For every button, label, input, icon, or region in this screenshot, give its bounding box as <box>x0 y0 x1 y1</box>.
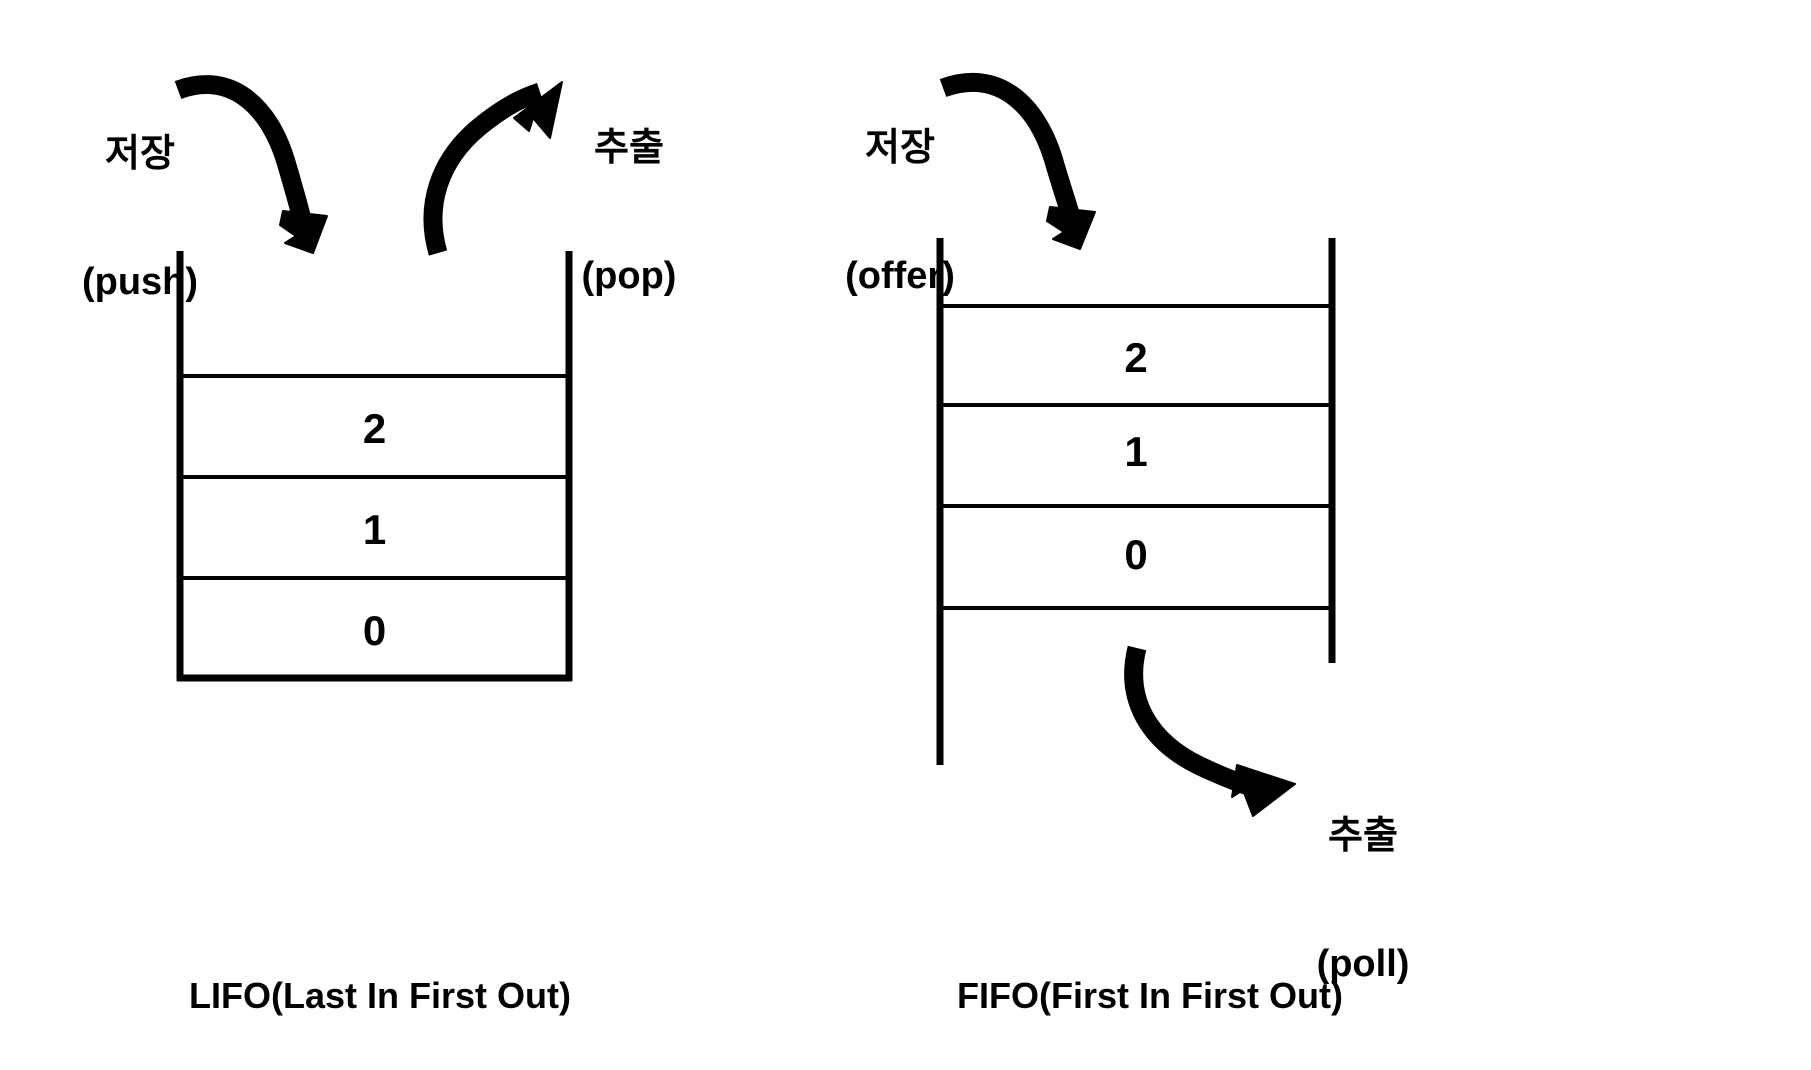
queue-cell-value: 2 <box>1124 334 1148 381</box>
offer-label-english: (offer) <box>845 254 955 297</box>
queue-cell-value: 0 <box>1124 531 1148 578</box>
poll-arrow-icon <box>1124 645 1296 817</box>
stack-cell-value: 2 <box>362 405 387 452</box>
push-arrow-label: 저장 (push) <box>60 48 220 388</box>
offer-arrow-icon <box>939 73 1096 250</box>
offer-label-korean: 저장 <box>865 127 935 170</box>
queue-cell-value: 1 <box>1124 428 1148 475</box>
push-label-english: (push) <box>81 260 199 303</box>
poll-label-english: (poll) <box>1316 942 1410 985</box>
pop-arrow-icon <box>423 81 563 256</box>
stack-cell-value: 1 <box>362 506 387 553</box>
queue-container <box>936 238 1336 765</box>
stack-caption: LIFO(Last In First Out) <box>189 975 571 1016</box>
poll-arrow-label: 추출 (poll) <box>1288 730 1438 1070</box>
pop-label-korean: 추출 <box>594 127 664 170</box>
poll-label-korean: 추출 <box>1328 815 1398 858</box>
push-arrow-icon <box>174 75 328 254</box>
offer-arrow-label: 저장 (offer) <box>820 42 980 382</box>
queue-caption: FIFO(First In First Out) <box>957 975 1343 1016</box>
pop-arrow-label: 추출 (pop) <box>559 42 699 382</box>
stack-container <box>176 251 573 682</box>
push-label-korean: 저장 <box>105 133 175 176</box>
stack-cell-value: 0 <box>362 607 387 654</box>
pop-label-english: (pop) <box>581 254 677 297</box>
